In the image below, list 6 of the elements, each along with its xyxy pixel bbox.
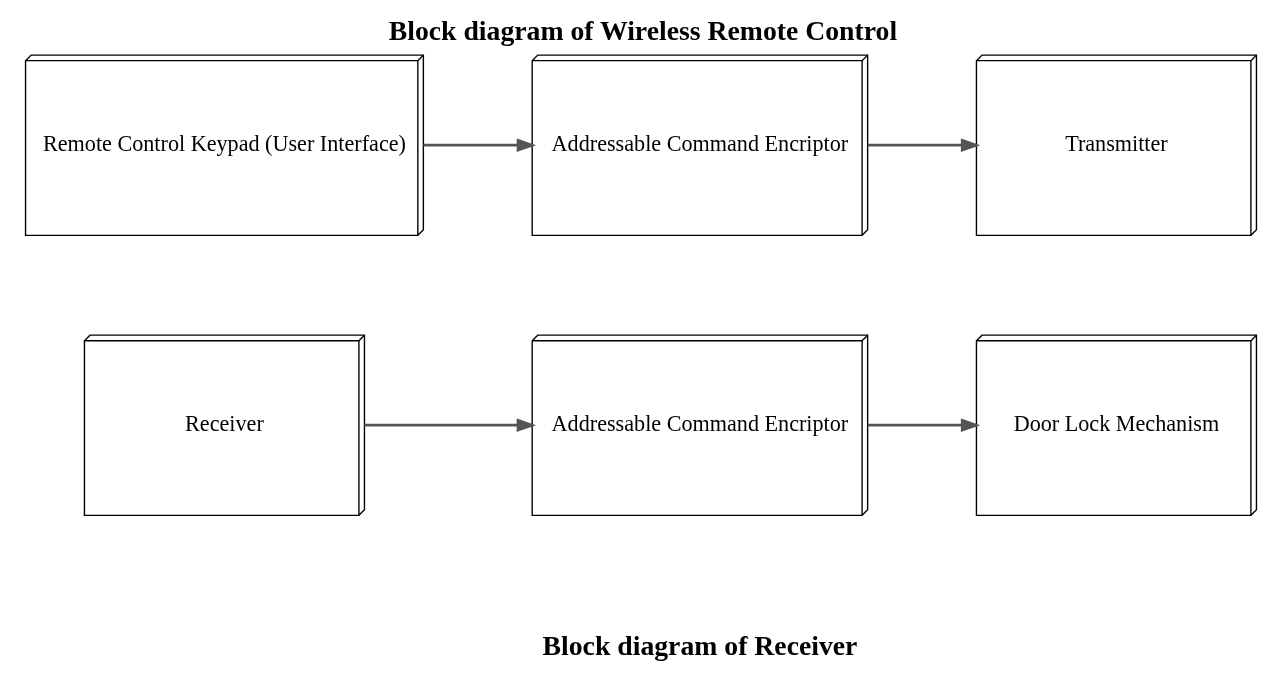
arrow [867, 138, 980, 153]
arrow [867, 418, 980, 433]
caption: Block diagram of Receiver [542, 630, 857, 662]
arrow [363, 418, 536, 433]
diagram-title: Block diagram of Wireless Remote Control [388, 14, 897, 46]
arrow [423, 138, 536, 153]
